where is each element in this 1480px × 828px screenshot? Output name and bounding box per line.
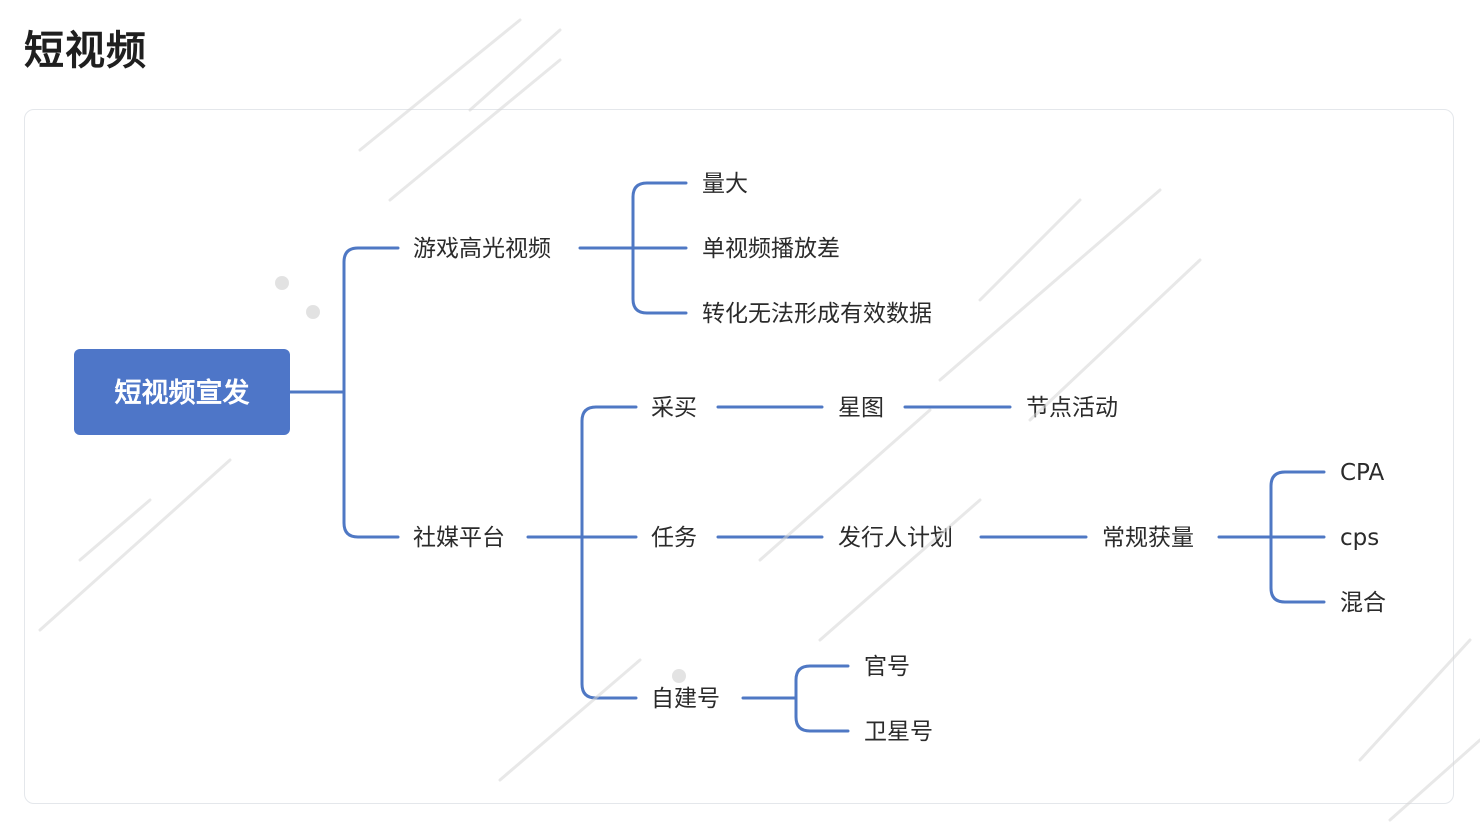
edge-regular-to-cpa	[1269, 470, 1326, 539]
mindmap-edges	[288, 181, 1326, 733]
node-activity[interactable]: 节点活动	[1026, 395, 1118, 421]
edge-root-to-game	[342, 246, 400, 394]
node-xingtu[interactable]: 星图	[838, 395, 884, 421]
edge-game-to-noeffect	[631, 246, 688, 315]
edge-selfbuilt-to-official	[794, 664, 850, 700]
node-regular-acquisition[interactable]: 常规获量	[1102, 525, 1194, 551]
node-poor-single-play[interactable]: 单视频播放差	[702, 236, 840, 262]
edge-social-to-purchase	[580, 405, 638, 539]
node-purchase[interactable]: 采买	[651, 395, 697, 421]
node-task[interactable]: 任务	[651, 525, 697, 551]
node-cps[interactable]: cps	[1340, 525, 1379, 551]
node-large-volume[interactable]: 量大	[702, 171, 748, 197]
node-no-effective-data[interactable]: 转化无法形成有效数据	[702, 301, 932, 327]
edge-social-to-selfbuilt	[580, 535, 638, 700]
mindmap-panel	[24, 109, 1454, 804]
edge-game-to-large	[631, 181, 688, 250]
edge-selfbuilt-to-satellite	[794, 696, 850, 733]
root-node-label: 短视频宣发	[115, 377, 250, 409]
node-social-platform[interactable]: 社媒平台	[413, 525, 505, 551]
node-publisher-plan[interactable]: 发行人计划	[838, 525, 953, 551]
edge-root-to-social	[342, 390, 400, 539]
node-game-highlight[interactable]: 游戏高光视频	[413, 236, 551, 262]
edge-regular-to-mixed	[1269, 535, 1326, 604]
node-official-account[interactable]: 官号	[864, 654, 910, 680]
node-self-built[interactable]: 自建号	[651, 686, 720, 712]
page-title: 短视频	[24, 28, 147, 74]
node-satellite-account[interactable]: 卫星号	[864, 719, 933, 745]
node-cpa[interactable]: CPA	[1340, 460, 1384, 486]
root-node[interactable]: 短视频宣发	[74, 349, 290, 435]
node-mixed[interactable]: 混合	[1340, 590, 1386, 616]
root-node-box	[74, 349, 290, 435]
